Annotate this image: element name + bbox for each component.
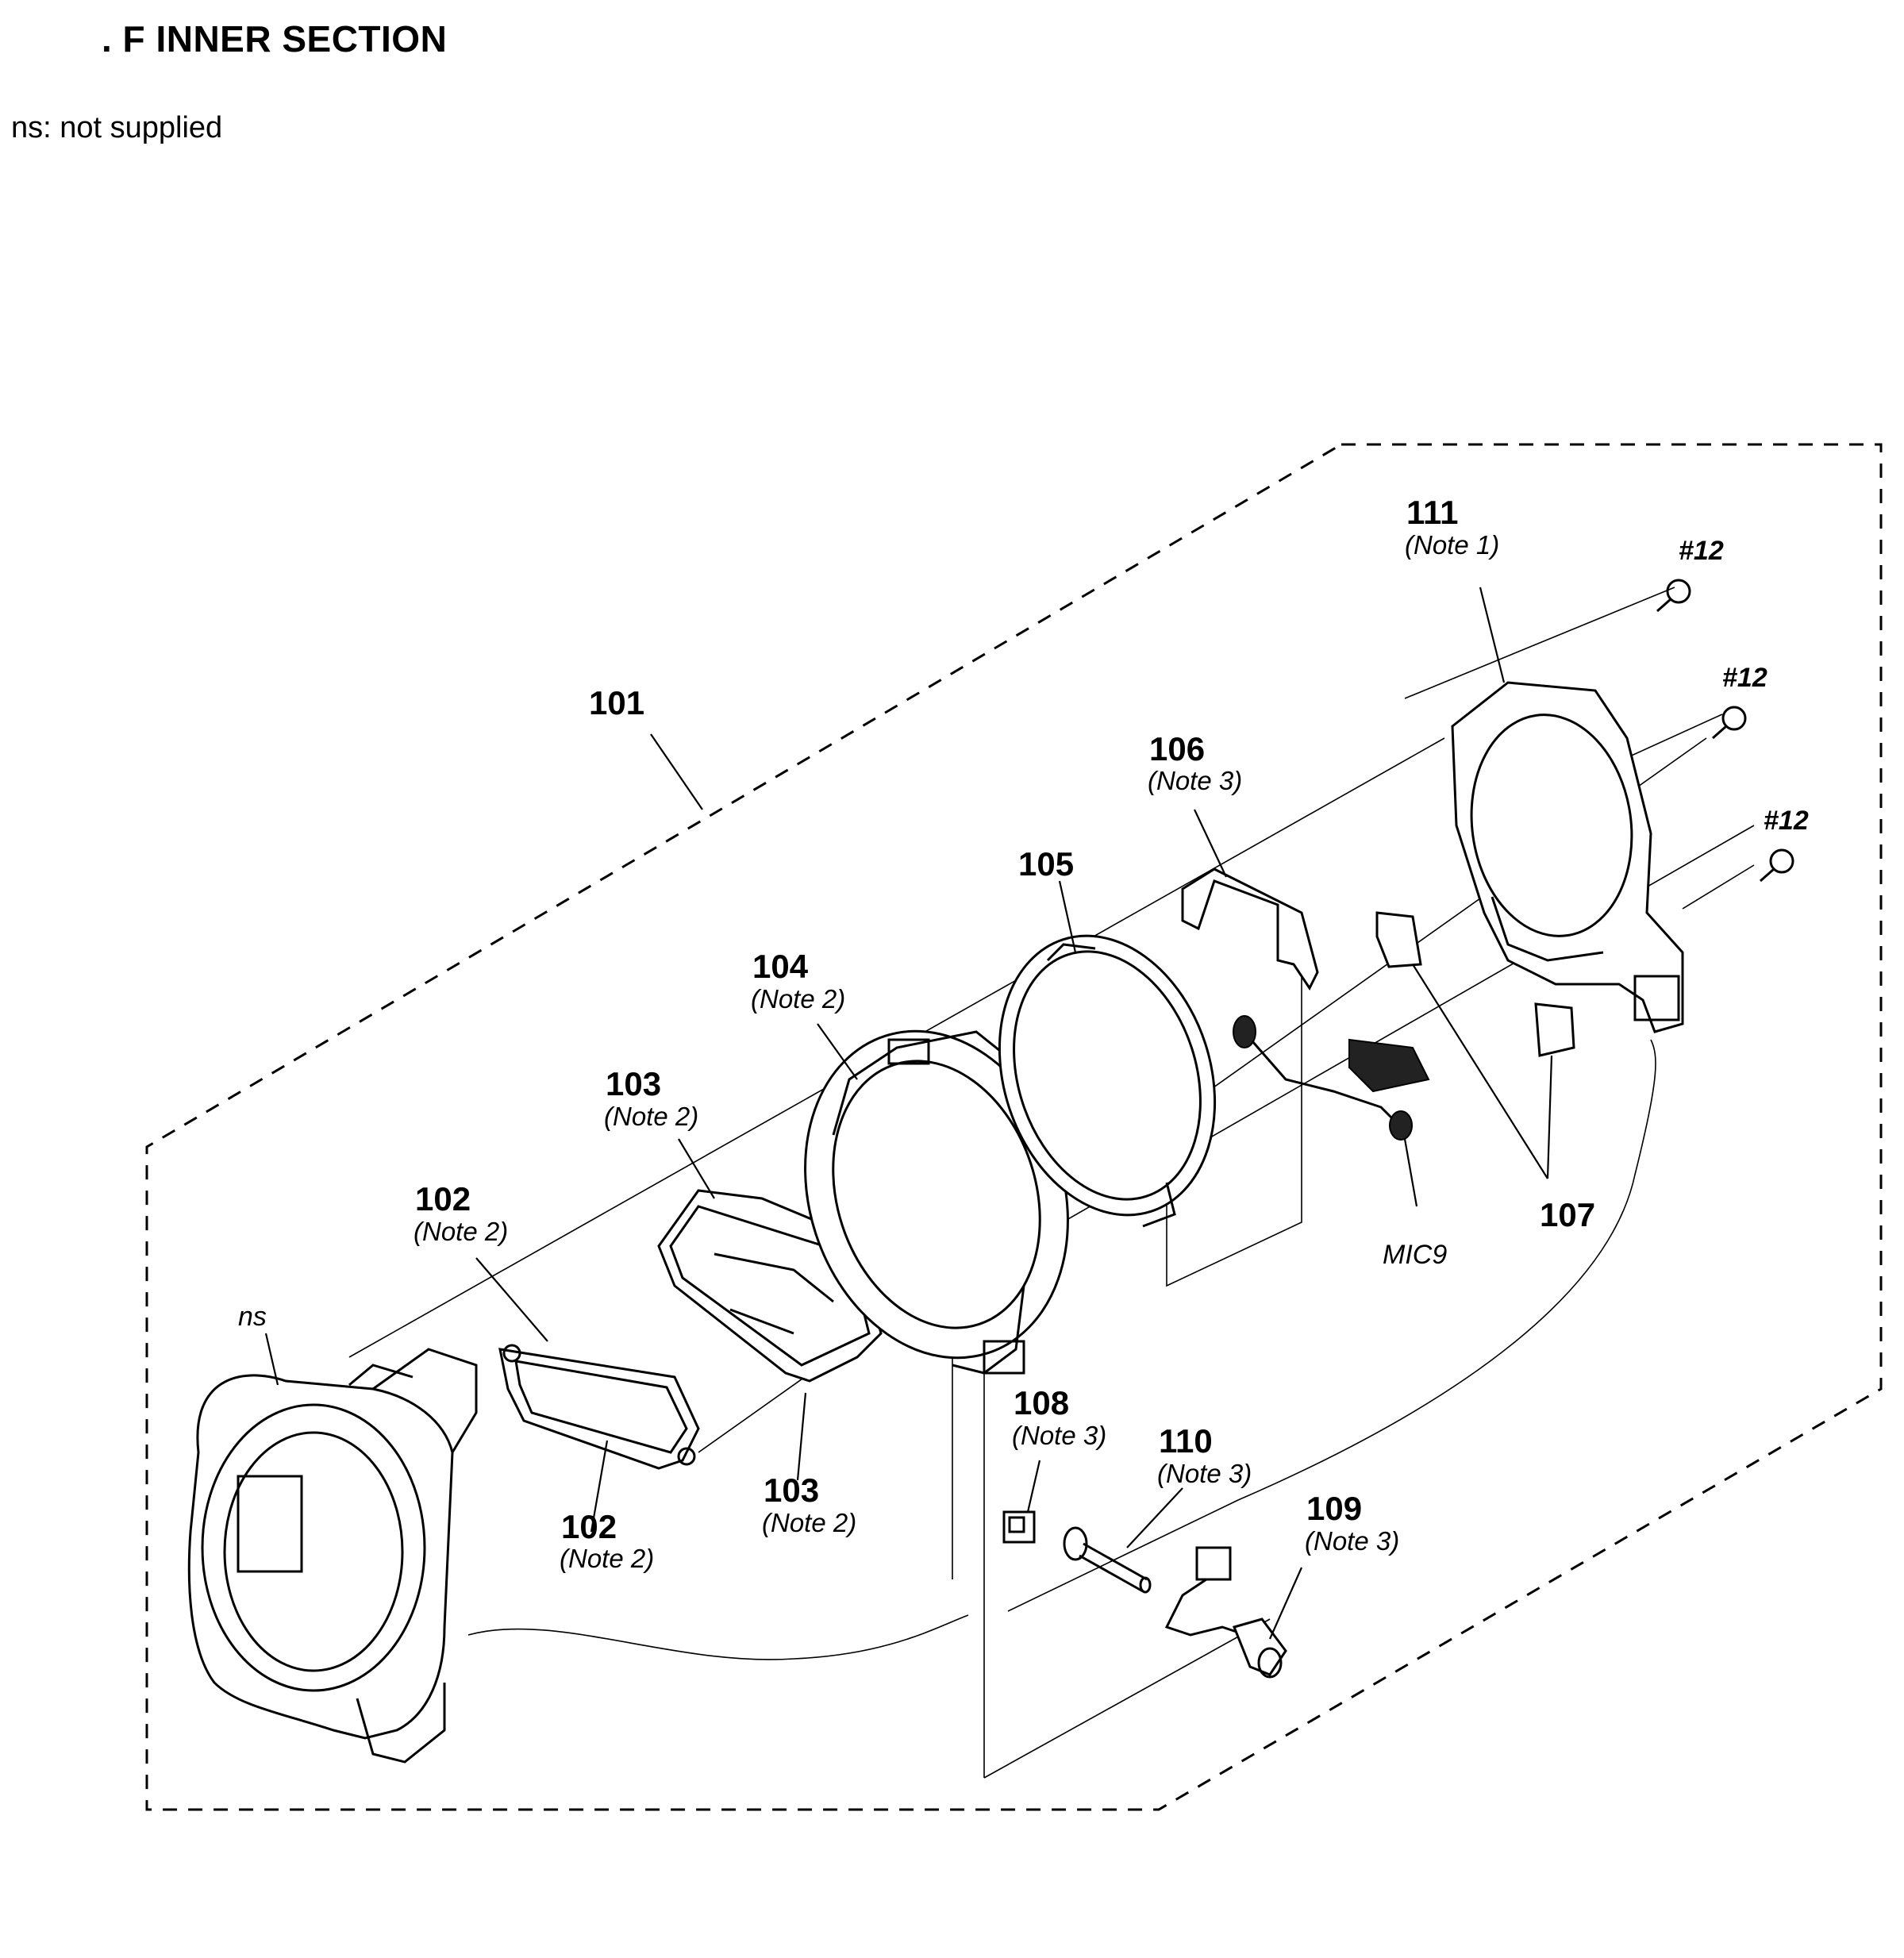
part-110-shaft	[1063, 1526, 1152, 1594]
label-106: 106	[1149, 730, 1205, 767]
part-104-frame	[804, 1029, 1069, 1375]
label-103-lower: 103	[764, 1471, 819, 1509]
label-screw-1: #12	[1679, 536, 1724, 566]
part-107-pads	[1375, 911, 1575, 1057]
screw-icon-1	[1656, 579, 1691, 613]
note-102-lower: (Note 2)	[560, 1544, 654, 1573]
label-108: 108	[1014, 1384, 1069, 1421]
note-110: (Note 3)	[1157, 1459, 1252, 1488]
label-screw-3: #12	[1764, 806, 1809, 836]
label-109: 109	[1306, 1490, 1362, 1527]
label-111: 111	[1406, 494, 1458, 531]
assembly-boundary-101	[145, 443, 1883, 1811]
screw-icon-3	[1760, 848, 1794, 883]
note-106: (Note 3)	[1148, 766, 1242, 795]
note-111: (Note 1)	[1405, 530, 1499, 560]
note-109: (Note 3)	[1305, 1526, 1399, 1556]
label-101: 101	[589, 684, 644, 721]
part-111-frame	[1451, 681, 1684, 1033]
label-102-upper: 102	[415, 1180, 471, 1217]
label-105: 105	[1018, 845, 1074, 883]
part-102-plate	[498, 1344, 700, 1470]
label-103-upper: 103	[606, 1065, 661, 1102]
label-110: 110	[1159, 1422, 1213, 1460]
part-108-connector	[1002, 1510, 1036, 1544]
label-mic9: MIC9	[1383, 1240, 1447, 1270]
part-mic9-cable	[1233, 1015, 1430, 1141]
label-104: 104	[752, 948, 809, 985]
label-screw-2: #12	[1722, 663, 1767, 693]
label-102-lower: 102	[561, 1508, 617, 1545]
part-105-ring	[998, 934, 1217, 1228]
screw-icon-2	[1712, 706, 1747, 740]
ns-housing	[187, 1348, 478, 1764]
label-ns: ns	[238, 1302, 267, 1332]
label-107: 107	[1540, 1196, 1595, 1233]
part-106-bracket	[1181, 867, 1319, 991]
note-102-upper: (Note 2)	[413, 1217, 508, 1246]
note-103-upper: (Note 2)	[604, 1102, 698, 1131]
leader-lines	[264, 587, 1553, 1640]
note-104: (Note 2)	[751, 984, 845, 1014]
ns-legend: ns: not supplied	[11, 111, 223, 144]
page-title: . F INNER SECTION	[102, 18, 448, 60]
note-108: (Note 3)	[1012, 1421, 1106, 1450]
note-103-lower: (Note 2)	[762, 1508, 856, 1537]
part-109-sensor	[1164, 1546, 1287, 1679]
